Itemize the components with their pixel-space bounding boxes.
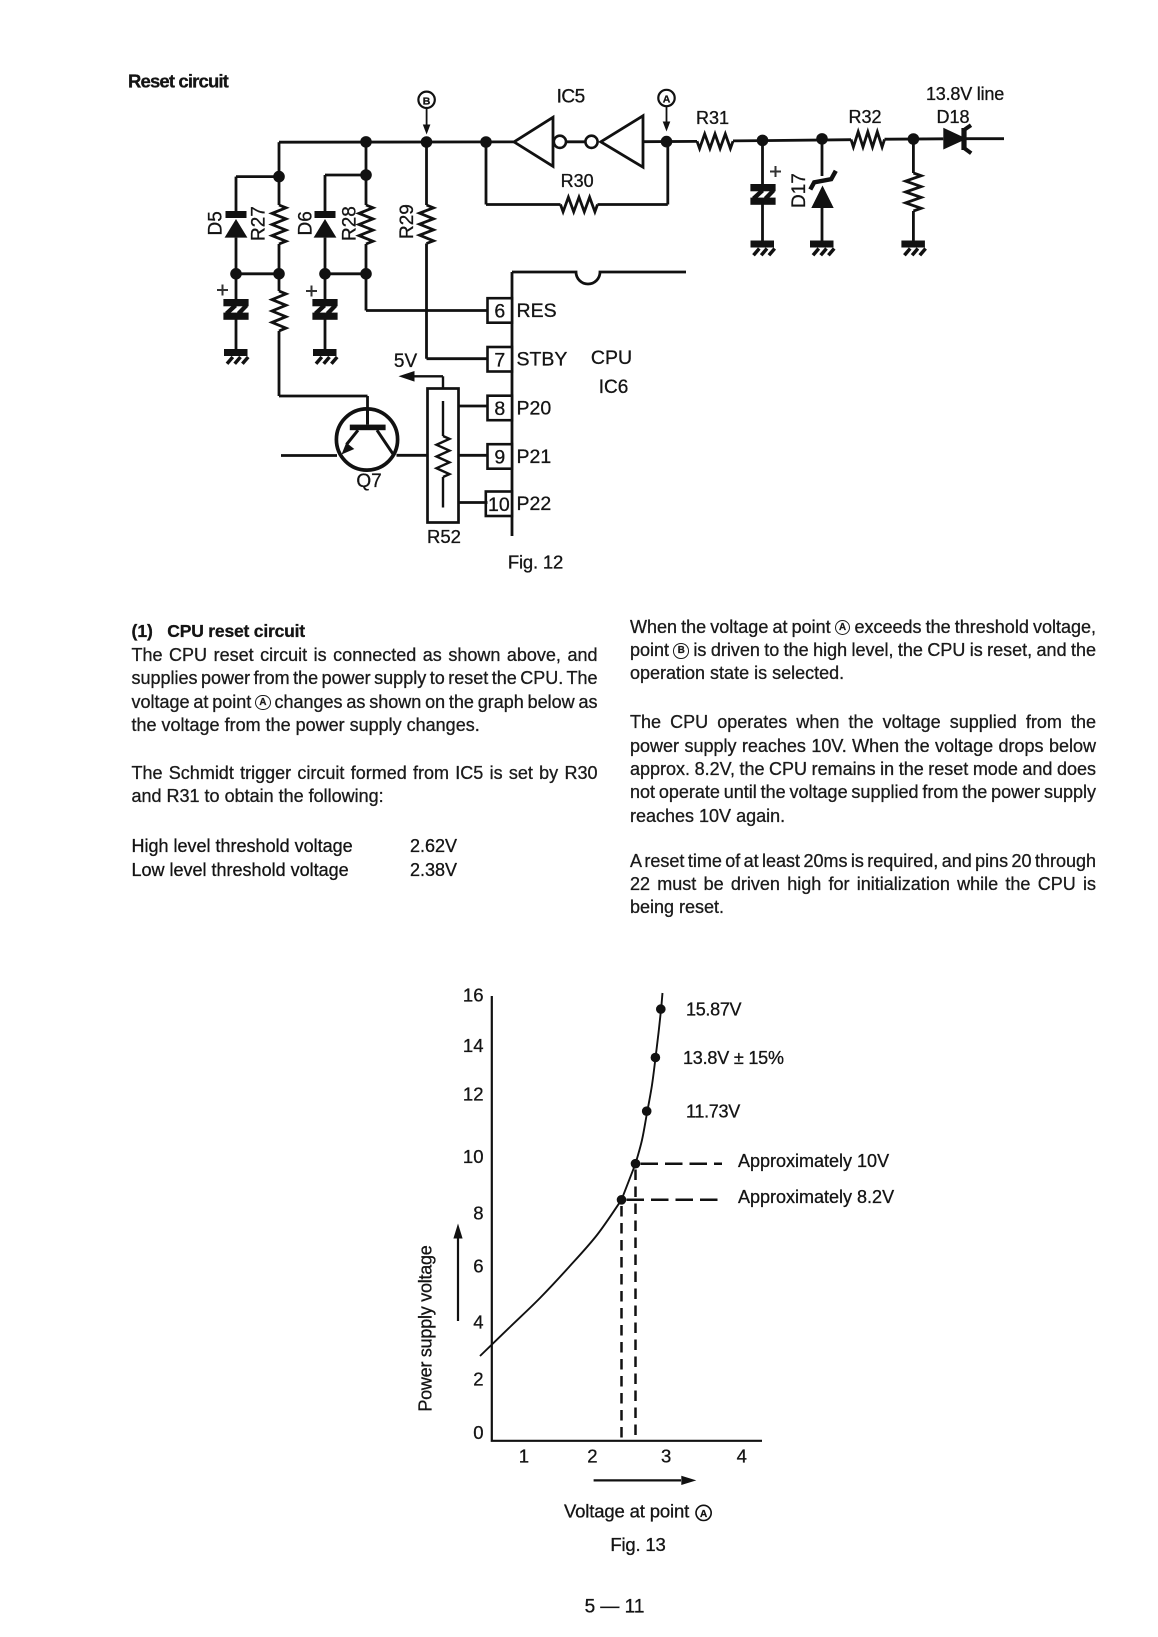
svg-text:8: 8 xyxy=(473,1203,483,1224)
svg-text:High level threshold voltage: High level threshold voltage xyxy=(132,836,353,856)
svg-text:Fig. 12: Fig. 12 xyxy=(508,552,563,573)
svg-text:3: 3 xyxy=(661,1446,671,1467)
svg-text:CPU reset circuit: CPU reset circuit xyxy=(167,621,305,641)
svg-text:CPU: CPU xyxy=(591,347,632,369)
svg-text:D17: D17 xyxy=(789,173,810,208)
svg-text:STBY: STBY xyxy=(517,349,568,371)
svg-text:R29: R29 xyxy=(397,204,418,239)
svg-text:R27: R27 xyxy=(249,206,270,241)
svg-text:6: 6 xyxy=(494,301,505,323)
svg-text:16: 16 xyxy=(463,985,484,1006)
svg-text:2: 2 xyxy=(473,1369,483,1390)
svg-text:Approximately 8.2V: Approximately 8.2V xyxy=(738,1187,894,1207)
svg-text:14: 14 xyxy=(463,1035,484,1056)
svg-text:IC5: IC5 xyxy=(557,87,585,108)
svg-text:4: 4 xyxy=(473,1312,483,1333)
svg-text:13.8V ± 15%: 13.8V ± 15% xyxy=(683,1048,784,1068)
svg-text:Reset circuit: Reset circuit xyxy=(128,70,229,91)
svg-text:12: 12 xyxy=(463,1084,484,1105)
svg-text:2.38V: 2.38V xyxy=(410,860,457,880)
svg-text:R52: R52 xyxy=(427,526,461,547)
svg-text:RES: RES xyxy=(517,300,557,322)
svg-text:1: 1 xyxy=(519,1446,529,1467)
svg-text:5V: 5V xyxy=(394,351,418,372)
svg-text:7: 7 xyxy=(494,349,505,371)
svg-text:P20: P20 xyxy=(517,397,552,419)
svg-text:P21: P21 xyxy=(517,446,552,468)
svg-text:2.62V: 2.62V xyxy=(410,836,457,856)
svg-text:D18: D18 xyxy=(936,107,969,127)
svg-text:10: 10 xyxy=(463,1146,484,1167)
svg-text:IC6: IC6 xyxy=(599,377,629,398)
svg-text:6: 6 xyxy=(473,1256,483,1277)
svg-text:R32: R32 xyxy=(848,107,881,127)
svg-text:Fig. 13: Fig. 13 xyxy=(610,1534,665,1555)
svg-text:R28: R28 xyxy=(340,206,361,241)
svg-text:0: 0 xyxy=(473,1422,483,1443)
svg-text:(1): (1) xyxy=(132,621,153,641)
svg-text:8: 8 xyxy=(494,398,505,420)
svg-text:Power supply voltage: Power supply voltage xyxy=(416,1245,436,1411)
svg-text:D6: D6 xyxy=(296,211,317,235)
svg-text:R31: R31 xyxy=(696,108,729,128)
svg-text:4: 4 xyxy=(737,1446,747,1467)
svg-text:11.73V: 11.73V xyxy=(686,1102,740,1122)
svg-text:Approximately 10V: Approximately 10V xyxy=(738,1151,889,1171)
svg-text:P22: P22 xyxy=(517,493,552,515)
svg-text:10: 10 xyxy=(488,494,510,516)
svg-text:Q7: Q7 xyxy=(356,471,381,492)
svg-text:D5: D5 xyxy=(206,211,227,235)
svg-text:A: A xyxy=(700,1509,707,1520)
svg-text:R30: R30 xyxy=(561,171,594,191)
svg-text:B: B xyxy=(423,95,431,107)
svg-text:9: 9 xyxy=(494,447,505,469)
svg-text:15.87V: 15.87V xyxy=(686,1000,742,1020)
svg-text:13.8V line: 13.8V line xyxy=(926,84,1004,104)
svg-text:2: 2 xyxy=(587,1446,597,1467)
svg-text:5 — 11: 5 — 11 xyxy=(585,1597,645,1618)
svg-text:A: A xyxy=(663,94,671,106)
svg-text:Low level threshold voltage: Low level threshold voltage xyxy=(132,860,349,880)
svg-text:Voltage at point: Voltage at point xyxy=(564,1501,689,1522)
